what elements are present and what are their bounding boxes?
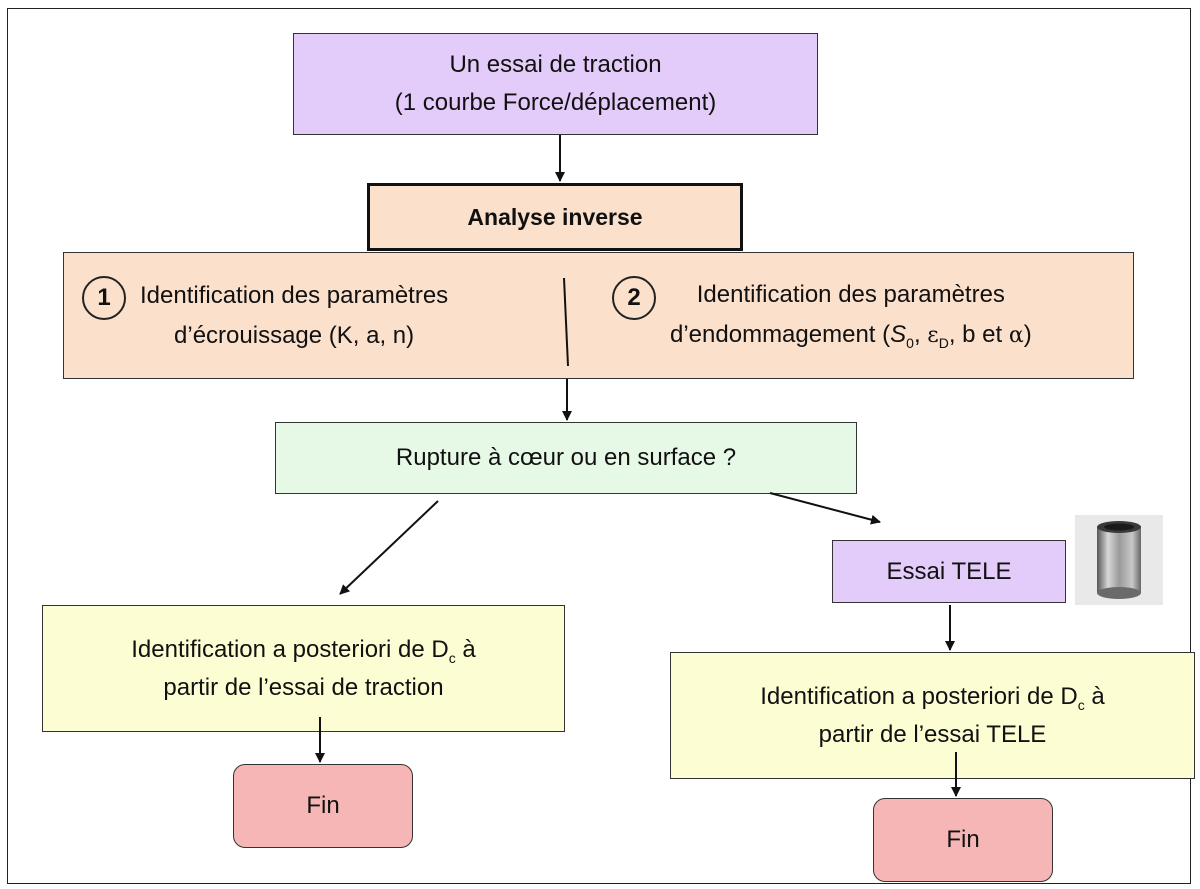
specimen-photo-icon	[1075, 515, 1163, 605]
box-left-posteriori: Identification a posteriori de Dc à part…	[42, 605, 565, 732]
right-posteriori-prefix: Identification a posteriori de D	[760, 682, 1078, 710]
separator: ,	[913, 321, 928, 348]
step1-number-circle: 1	[82, 275, 126, 320]
box-rupture-question: Rupture à cœur ou en surface ?	[275, 422, 857, 494]
step1-line1: Identification des paramètres	[140, 281, 449, 309]
alpha-symbol: α	[1008, 323, 1024, 348]
essai-traction-line1: Un essai de traction	[449, 51, 662, 78]
left-posteriori-suffix: à	[455, 635, 476, 663]
left-dc-subscript: c	[448, 649, 456, 666]
identification-step1: 1 Identification des paramètres d’écroui…	[82, 253, 592, 378]
box-essai-tele: Essai TELE	[832, 540, 1066, 603]
box-fin-left: Fin	[233, 764, 413, 848]
fin-right-label: Fin	[946, 826, 980, 853]
right-dc-subscript: c	[1077, 696, 1085, 713]
box-essai-traction: Un essai de traction (1 courbe Force/dép…	[293, 33, 818, 135]
step2-close: )	[1023, 321, 1032, 348]
box-identification: 1 Identification des paramètres d’écroui…	[63, 252, 1134, 379]
right-posteriori-suffix: à	[1084, 682, 1105, 710]
rupture-label: Rupture à cœur ou en surface ?	[395, 444, 737, 471]
diagram-frame	[7, 8, 1191, 884]
step2-line1: Identification des paramètres	[696, 281, 1005, 308]
s-letter: S	[890, 321, 907, 348]
left-posteriori-prefix: Identification a posteriori de D	[131, 635, 449, 663]
step2-line2-prefix: d’endommagement (	[670, 321, 891, 348]
box-right-posteriori: Identification a posteriori de Dc à part…	[670, 652, 1195, 779]
identification-step2: 2 Identification des paramètres d’endomm…	[612, 253, 1132, 378]
fin-left-label: Fin	[306, 792, 340, 819]
step1-line2: d’écrouissage (K, a, n)	[174, 321, 415, 349]
essai-traction-line2: (1 courbe Force/déplacement)	[394, 89, 717, 116]
left-posteriori-line2: partir de l’essai de traction	[163, 673, 444, 701]
step2-text: Identification des paramètres d’endommag…	[670, 275, 1032, 356]
step2-line2: d’endommagement (S0, εD, b et α)	[670, 315, 1032, 356]
right-posteriori-line1: Identification a posteriori de Dc à	[760, 678, 1105, 716]
epsilon-symbol: ε	[927, 323, 939, 348]
epsilon-subscript: D	[938, 334, 949, 351]
left-posteriori-line1: Identification a posteriori de Dc à	[131, 631, 476, 669]
right-posteriori-line2: partir de l’essai TELE	[818, 720, 1047, 748]
box-fin-right: Fin	[873, 798, 1053, 882]
step2-number-circle: 2	[612, 275, 656, 320]
analyse-inverse-label: Analyse inverse	[467, 204, 643, 230]
s-subscript: 0	[906, 334, 914, 351]
step2-middle: , b et	[948, 321, 1009, 348]
s0-symbol: S	[890, 321, 906, 348]
step1-text: Identification des paramètres d’écrouiss…	[140, 276, 448, 356]
essai-tele-label: Essai TELE	[886, 557, 1012, 585]
box-analyse-inverse: Analyse inverse	[367, 183, 743, 251]
